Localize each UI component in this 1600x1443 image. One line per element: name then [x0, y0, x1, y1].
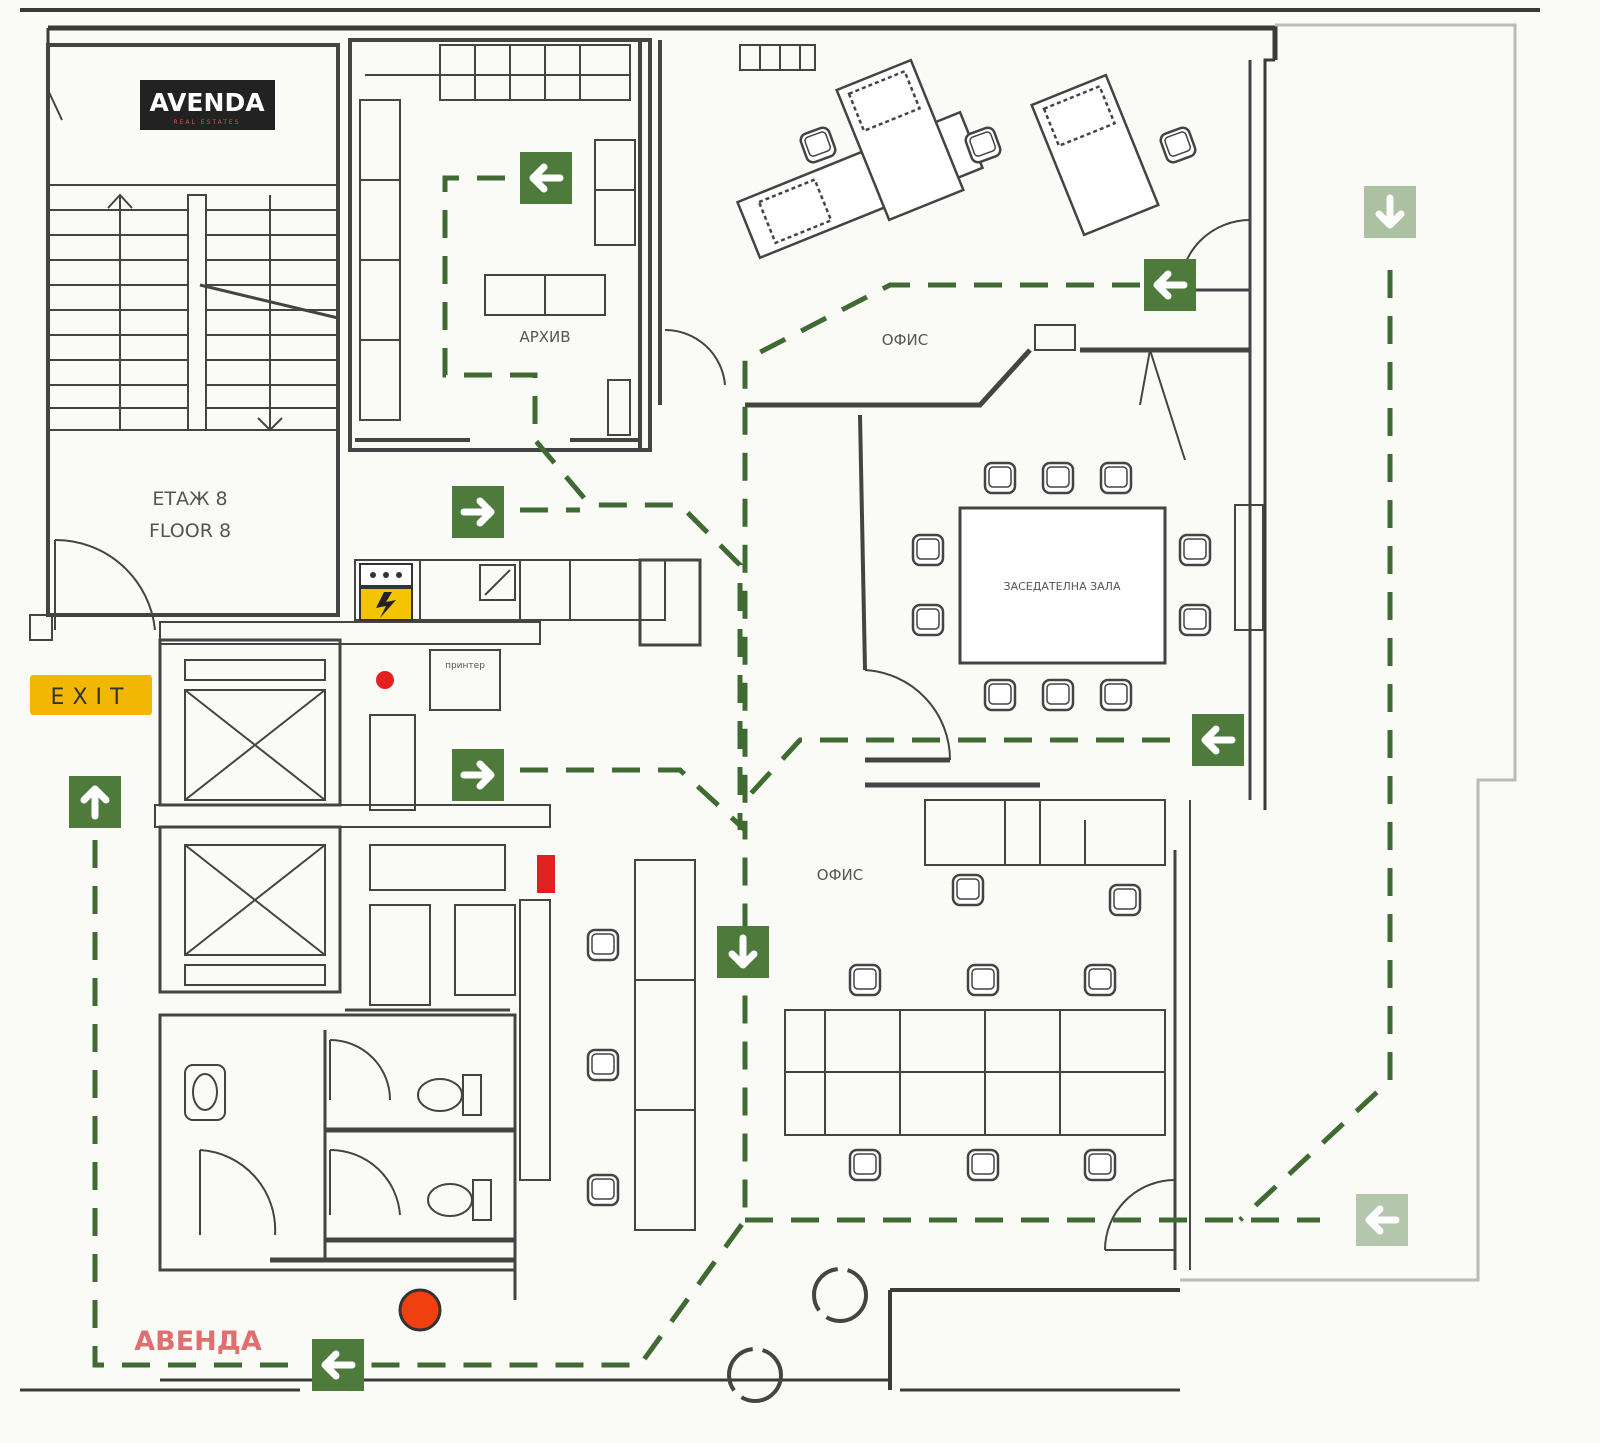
restrooms — [158, 1013, 517, 1300]
evac-sign-left-archive — [520, 152, 572, 204]
evac-sign-up-exit — [69, 776, 121, 828]
evac-sign-left-terrace — [1356, 1194, 1408, 1246]
avenda-logo — [140, 80, 275, 130]
bottom-office — [634, 799, 1191, 1403]
service-rooms — [345, 844, 551, 1181]
fire-alarm-icon — [376, 671, 394, 689]
stairwell — [46, 43, 340, 617]
fire-alarm-icon — [398, 1288, 442, 1332]
evac-sign-right-printer — [452, 749, 504, 801]
high-voltage-icon — [376, 592, 396, 618]
evac-sign-left-exit — [312, 1339, 364, 1391]
stair-door — [29, 538, 156, 641]
archive-label: АРХИВ — [519, 328, 570, 346]
exit-sign-text: EXIT — [51, 685, 132, 710]
archive-room — [348, 38, 652, 452]
floor-label-bg: ЕТАЖ 8 — [152, 488, 227, 510]
printer — [429, 649, 501, 711]
electrical-panel — [359, 563, 413, 621]
kitchenette — [159, 558, 702, 647]
evac-sign-left-office — [1144, 259, 1196, 311]
watermark-text: АВЕНДА — [134, 1326, 262, 1357]
meeting-room — [858, 349, 1264, 788]
evacuation-routes — [92, 175, 1393, 1368]
evac-sign-down-office — [717, 926, 769, 978]
bottom-office-chairs — [586, 873, 1142, 1207]
evac-sign-right-corridor — [452, 486, 504, 538]
floor-label-en: FLOOR 8 — [149, 520, 231, 542]
top-office — [658, 40, 1252, 800]
logo-text: AVENDA — [149, 88, 265, 117]
printer-label: принтер — [445, 661, 485, 671]
logo-subtext: REAL ESTATES — [173, 119, 240, 126]
evac-sign-left-meeting — [1192, 714, 1244, 766]
storage-cabinet — [369, 714, 416, 811]
meeting-room-label: ЗАСЕДАТЕЛНА ЗАЛА — [1004, 580, 1121, 593]
elevators — [154, 638, 551, 994]
office-bottom-label: ОФИС — [817, 866, 863, 884]
outer-walls — [20, 8, 1540, 1392]
evac-sign-down-terrace — [1364, 186, 1416, 238]
office-top-label: ОФИС — [882, 331, 928, 349]
fire-extinguisher-icon — [537, 855, 555, 893]
exit-sign — [30, 675, 152, 715]
